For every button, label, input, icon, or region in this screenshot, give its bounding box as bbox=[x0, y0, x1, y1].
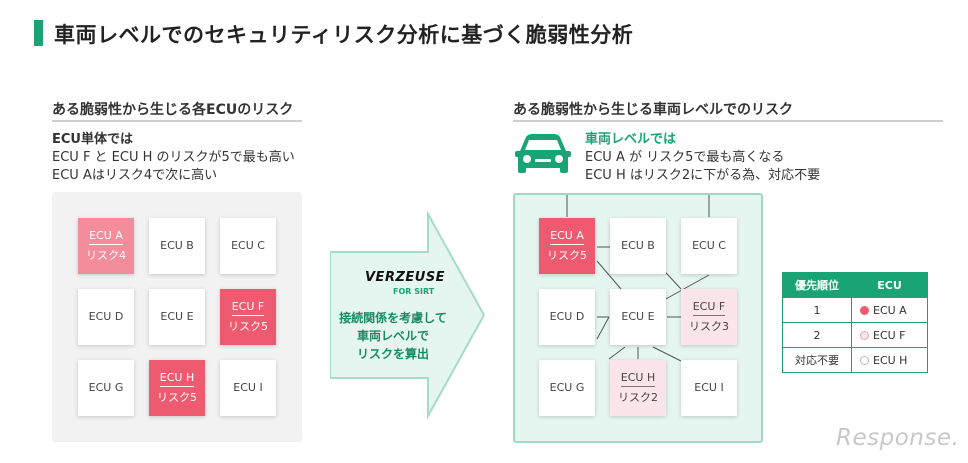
left-ecu-b: ECU B bbox=[149, 218, 205, 274]
right-ecu-a: ECU A リスク5 bbox=[539, 218, 595, 274]
right-ecu-f: ECU F リスク3 bbox=[681, 289, 737, 345]
ecu-name: ECU I bbox=[233, 381, 263, 394]
priority-ecu: ECU F bbox=[851, 322, 928, 348]
ecu-name: ECU A bbox=[550, 229, 584, 245]
ecu-name: ECU H bbox=[159, 371, 195, 387]
ecu-name: ECU A bbox=[89, 229, 123, 245]
left-description: ECU単体では ECU F と ECU H のリスクが5で最も高い ECU Aは… bbox=[52, 131, 295, 185]
ecu-risk-label: リスク4 bbox=[86, 249, 126, 262]
risk-dot-icon bbox=[860, 330, 869, 340]
priority-ecu: ECU A bbox=[851, 297, 928, 323]
left-desc-line2: ECU F と ECU H のリスクが5で最も高い bbox=[52, 150, 295, 165]
priority-rank: 2 bbox=[782, 322, 852, 348]
priority-ecu-label: ECU F bbox=[873, 328, 906, 342]
right-ecu-i: ECU I bbox=[681, 360, 737, 416]
title-accent-bar bbox=[34, 20, 43, 46]
right-desc-lead: 車両レベルでは bbox=[585, 132, 677, 147]
car-icon bbox=[515, 134, 571, 173]
ecu-risk-label: リスク3 bbox=[689, 320, 729, 333]
ecu-name: ECU F bbox=[692, 300, 726, 316]
risk-dot-icon bbox=[860, 355, 869, 365]
right-ecu-g: ECU G bbox=[539, 360, 595, 416]
right-ecu-b: ECU B bbox=[610, 218, 666, 274]
right-ecu-c: ECU C bbox=[681, 218, 737, 274]
arrow-caption-line2: 車両レベルで bbox=[356, 329, 429, 343]
table-row: 対応不要 ECU H bbox=[782, 347, 928, 373]
left-section-heading: ある脆弱性から生じる各ECUのリスク bbox=[52, 102, 294, 118]
ecu-name: ECU B bbox=[160, 239, 194, 252]
left-ecu-d: ECU D bbox=[78, 289, 134, 345]
ecu-name: ECU G bbox=[88, 381, 124, 394]
ecu-name: ECU G bbox=[549, 381, 585, 394]
table-row: 2 ECU F bbox=[782, 322, 928, 348]
verzeuse-logo-sub: FOR SIRT bbox=[393, 287, 435, 296]
ecu-name: ECU E bbox=[160, 310, 194, 323]
left-ecu-f: ECU F リスク5 bbox=[220, 289, 276, 345]
priority-header-rank: 優先順位 bbox=[782, 272, 852, 298]
left-ecu-i: ECU I bbox=[220, 360, 276, 416]
right-description: 車両レベルでは ECU A が リスク5で最も高くなる ECU H はリスク2に… bbox=[585, 131, 820, 185]
ecu-name: ECU E bbox=[621, 310, 655, 323]
priority-table: 優先順位 ECU 1 ECU A 2 ECU F 対応不要 ECU H bbox=[782, 272, 928, 373]
priority-ecu-label: ECU H bbox=[873, 353, 908, 367]
risk-dot-icon bbox=[860, 305, 869, 315]
ecu-name: ECU H bbox=[620, 371, 656, 387]
page-title: 車両レベルでのセキュリティリスク分析に基づく脆弱性分析 bbox=[54, 23, 634, 47]
left-section-divider bbox=[52, 120, 302, 122]
right-section-divider bbox=[513, 120, 943, 122]
left-ecu-e: ECU E bbox=[149, 289, 205, 345]
arrow-caption-line3: リスクを算出 bbox=[356, 347, 429, 361]
right-desc-line3: ECU H はリスク2に下がる為、対応不要 bbox=[585, 168, 821, 183]
ecu-name: ECU C bbox=[692, 239, 726, 252]
priority-table-header-row: 優先順位 ECU bbox=[782, 272, 928, 298]
arrow-caption-line1: 接続関係を考慮して bbox=[339, 311, 447, 325]
priority-ecu: ECU H bbox=[851, 347, 928, 373]
left-ecu-g: ECU G bbox=[78, 360, 134, 416]
ecu-risk-label: リスク2 bbox=[618, 391, 658, 404]
priority-header-ecu: ECU bbox=[851, 272, 928, 298]
right-ecu-e: ECU E bbox=[610, 289, 666, 345]
left-desc-line3: ECU Aはリスク4で次に高い bbox=[52, 168, 218, 183]
right-section-heading: ある脆弱性から生じる車両レベルでのリスク bbox=[513, 102, 793, 118]
ecu-name: ECU D bbox=[88, 310, 124, 323]
table-row: 1 ECU A bbox=[782, 297, 928, 323]
response-watermark: Response. bbox=[836, 425, 960, 451]
process-arrow-icon bbox=[330, 210, 486, 420]
priority-ecu-label: ECU A bbox=[873, 303, 907, 317]
priority-rank: 対応不要 bbox=[782, 347, 852, 373]
ecu-name: ECU C bbox=[231, 239, 265, 252]
arrow-caption: 接続関係を考慮して 車両レベルで リスクを算出 bbox=[338, 309, 448, 363]
left-ecu-a: ECU A リスク4 bbox=[78, 218, 134, 274]
verzeuse-logo: VERZEUSE bbox=[365, 270, 446, 285]
right-ecu-h: ECU H リスク2 bbox=[610, 360, 666, 416]
ecu-name: ECU F bbox=[231, 300, 265, 316]
right-desc-line2: ECU A が リスク5で最も高くなる bbox=[585, 150, 785, 165]
left-desc-lead: ECU単体では bbox=[52, 132, 133, 147]
priority-rank: 1 bbox=[782, 297, 852, 323]
right-ecu-d: ECU D bbox=[539, 289, 595, 345]
ecu-risk-label: リスク5 bbox=[547, 249, 587, 262]
ecu-risk-label: リスク5 bbox=[157, 391, 197, 404]
left-ecu-h: ECU H リスク5 bbox=[149, 360, 205, 416]
ecu-name: ECU I bbox=[694, 381, 724, 394]
left-ecu-c: ECU C bbox=[220, 218, 276, 274]
ecu-risk-label: リスク5 bbox=[228, 320, 268, 333]
ecu-name: ECU B bbox=[621, 239, 655, 252]
ecu-name: ECU D bbox=[549, 310, 585, 323]
